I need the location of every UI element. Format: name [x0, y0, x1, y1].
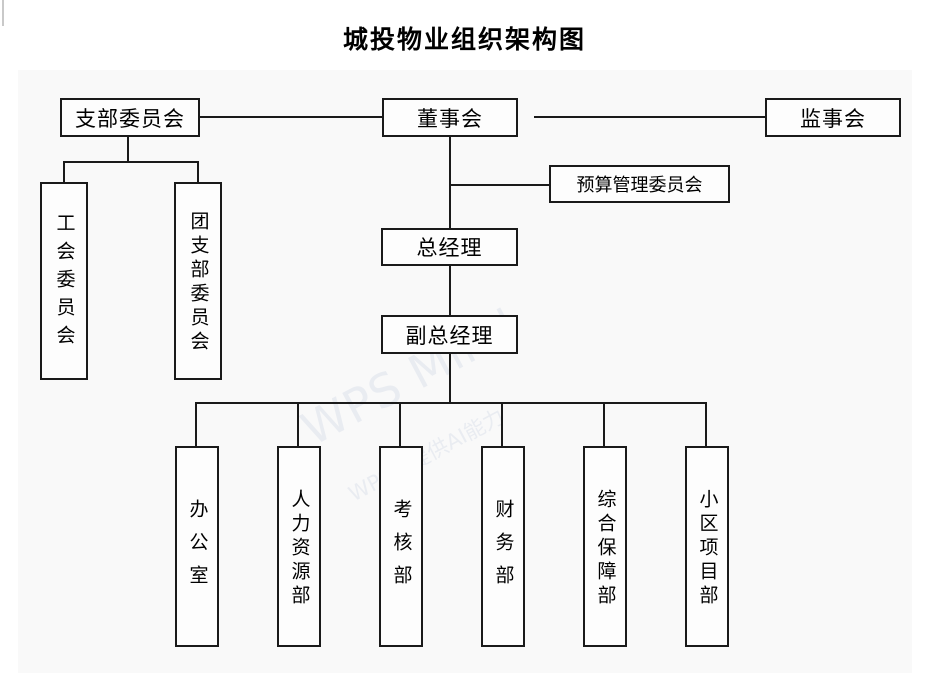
edge-deputy-stem	[449, 353, 451, 403]
edge-board-to-budget-committee	[449, 184, 550, 186]
node-general-manager[interactable]: 总经理	[381, 228, 518, 266]
node-board-of-supervisors[interactable]: 监事会	[765, 98, 901, 137]
chart-panel: WPS Mind WPS仅提供AI能力	[18, 70, 912, 673]
node-community-project-department[interactable]: 小区项目部	[685, 446, 729, 647]
node-comprehensive-support-department[interactable]: 综合保障部	[583, 446, 627, 647]
edge-drop-community-project	[705, 402, 707, 447]
corner-tick-mark	[2, 0, 4, 26]
node-deputy-general-manager[interactable]: 副总经理	[381, 315, 518, 354]
node-budget-management-committee[interactable]: 预算管理委员会	[549, 165, 730, 203]
edge-board-to-supervisors	[534, 116, 766, 118]
node-party-branch-committee[interactable]: 支部委员会	[60, 98, 200, 137]
node-office[interactable]: 办公室	[175, 446, 219, 647]
edge-drop-finance	[501, 402, 503, 447]
watermark-main-text: WPS Mind	[292, 297, 527, 457]
edge-general-to-deputy	[449, 266, 451, 316]
edge-department-bus	[195, 402, 706, 404]
edge-drop-assessment	[399, 402, 401, 447]
edge-drop-union	[63, 161, 65, 183]
edge-board-to-general-manager	[449, 136, 451, 229]
edge-drop-support	[603, 402, 605, 447]
node-assessment-department[interactable]: 考核部	[379, 446, 423, 647]
edge-party-branch-to-board	[198, 116, 383, 118]
edge-party-branch-bus	[63, 161, 199, 163]
edge-drop-office	[195, 402, 197, 447]
node-finance-department[interactable]: 财务部	[481, 446, 525, 647]
node-board-of-directors[interactable]: 董事会	[382, 98, 518, 137]
edge-drop-youth-league	[197, 161, 199, 183]
page-title: 城投物业组织架构图	[342, 25, 586, 54]
node-youth-league-branch-committee[interactable]: 团支部委员会	[174, 182, 222, 380]
node-human-resources-department[interactable]: 人力资源部	[277, 446, 321, 647]
node-labor-union-committee[interactable]: 工会委员会	[40, 182, 88, 380]
edge-party-branch-stem	[127, 136, 129, 162]
edge-drop-hr	[297, 402, 299, 447]
